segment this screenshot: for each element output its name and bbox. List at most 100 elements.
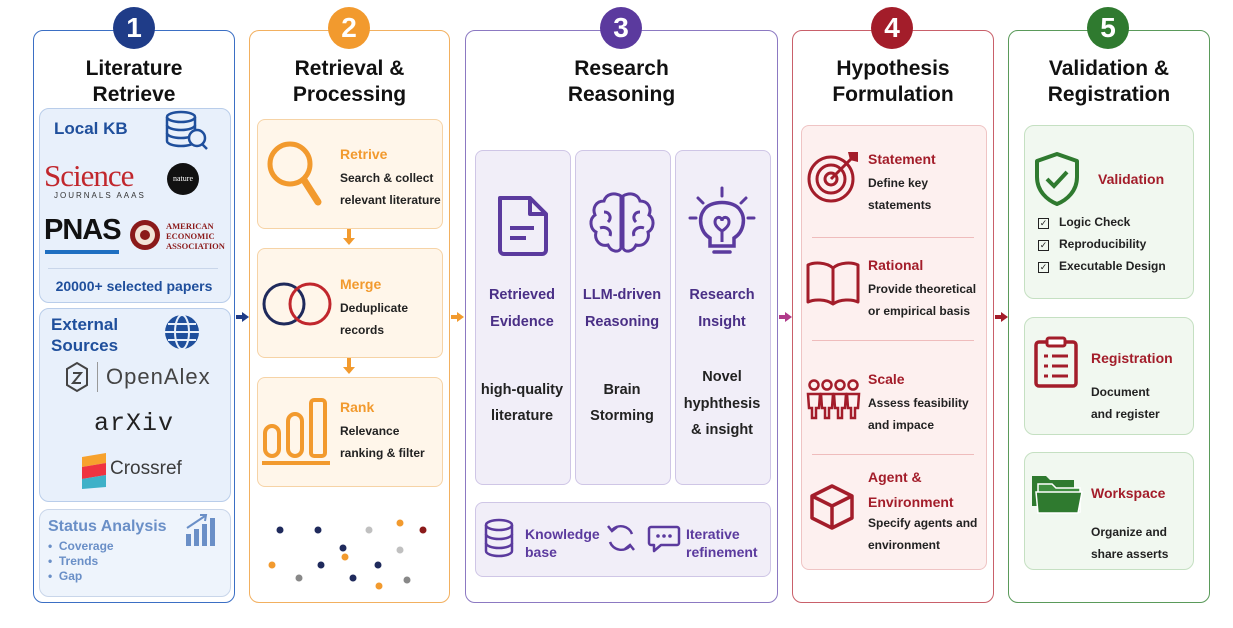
people-group-icon [806, 379, 861, 420]
globe-icon [165, 314, 199, 350]
target-icon [807, 152, 858, 203]
nature-logo [167, 163, 199, 195]
stage-1-title: Literature Retrieve [85, 57, 183, 106]
stage-5-title: Validation & Registration [1047, 57, 1171, 106]
document-icon [498, 196, 548, 256]
status-analysis-title: Status Analysis [48, 518, 167, 535]
checkbox-icon: ✓ [1038, 218, 1049, 229]
pnas-underline [45, 250, 119, 254]
status-item-gap: • Gap [48, 569, 83, 583]
checkbox-icon: ✓ [1038, 262, 1049, 273]
check-executable: ✓Executable Design [1038, 259, 1166, 273]
merge-card [257, 248, 443, 358]
validation-checks: ✓Logic Check ✓Reproducibility ✓Executabl… [1038, 211, 1166, 277]
stage-4-badge: 4 [871, 7, 913, 49]
science-journals-text: JOURNALS AAAS [54, 191, 146, 200]
retrive-title: Retrive [340, 146, 388, 162]
openalex-divider [97, 362, 98, 392]
hypothesis-card [801, 125, 987, 570]
rank-bars-icon [262, 398, 330, 465]
down-arrow-1-head [343, 238, 355, 245]
stage-1-badge: 1 [113, 7, 155, 49]
stage-2-badge: 2 [328, 7, 370, 49]
database-icon [165, 110, 208, 150]
chat-bubble-icon [647, 525, 681, 553]
brain-icon [589, 192, 655, 253]
cube-icon [810, 484, 854, 530]
evidence-card [475, 150, 571, 485]
external-sources-box [39, 308, 231, 502]
stage-3-badge: 3 [600, 7, 642, 49]
stage-3-title: Research Reasoning [567, 57, 676, 106]
merge-title: Merge [340, 276, 382, 292]
down-arrow-2-head [343, 367, 355, 374]
open-book-icon [806, 261, 860, 306]
crossref-logo: Crossref [110, 458, 182, 479]
divider-4-1 [812, 237, 974, 238]
crossref-icon [82, 453, 106, 489]
down-arrow-2 [347, 358, 351, 367]
workspace-title: Workspace [1091, 485, 1166, 501]
kb-divider [48, 268, 218, 269]
aea-seal-icon [130, 220, 160, 250]
status-item-coverage: • Coverage [48, 539, 114, 553]
arrow-2-3-head [457, 312, 464, 322]
checkbox-icon: ✓ [1038, 240, 1049, 251]
clipboard-icon [1034, 336, 1078, 388]
arrow-2-3-stem [451, 315, 457, 319]
science-logo: Science [44, 158, 134, 193]
registration-title: Registration [1091, 350, 1173, 366]
lightbulb-icon [688, 186, 756, 254]
validation-title: Validation [1098, 171, 1165, 187]
down-arrow-1 [347, 229, 351, 238]
insight-card [675, 150, 771, 485]
openalex-logo: OpenAlex [106, 364, 211, 389]
stage-5-badge: 5 [1087, 7, 1129, 49]
magnifier-icon [267, 141, 322, 206]
selected-papers-label: 20000+ selected papers [55, 278, 213, 294]
openalex-icon [66, 361, 88, 393]
divider-4-3 [812, 454, 974, 455]
stage-4-title: Hypothesis Formulation [832, 57, 954, 106]
knowledge-base-icon [484, 518, 514, 558]
local-kb-label: Local KB [54, 119, 128, 138]
scattered-dots-decoration [268, 519, 427, 590]
pnas-logo: PNAS [44, 214, 122, 246]
nature-logo-text: nature [173, 174, 193, 183]
knowledge-iterative-box [475, 502, 771, 577]
arrow-1-2-head [242, 312, 249, 322]
divider-4-2 [812, 340, 974, 341]
arrow-3-4-stem [779, 315, 785, 319]
bar-chart-growth-icon [186, 514, 215, 546]
status-item-trends: • Trends [48, 554, 99, 568]
arxiv-logo: arXiv [94, 409, 175, 438]
check-logic: ✓Logic Check [1038, 215, 1131, 229]
stage-2-title: Retrieval & Processing [292, 57, 407, 106]
check-reproducibility: ✓Reproducibility [1038, 237, 1147, 251]
arrow-4-5-stem [995, 315, 1001, 319]
cycle-arrows-icon [607, 524, 635, 552]
merge-circles-icon [262, 282, 332, 326]
statement-title: Statement [868, 151, 936, 167]
rational-title: Rational [868, 257, 924, 273]
shield-check-icon [1035, 152, 1079, 206]
arrow-3-4-head [785, 312, 792, 322]
agent-title: Agent &Environment [868, 469, 954, 510]
